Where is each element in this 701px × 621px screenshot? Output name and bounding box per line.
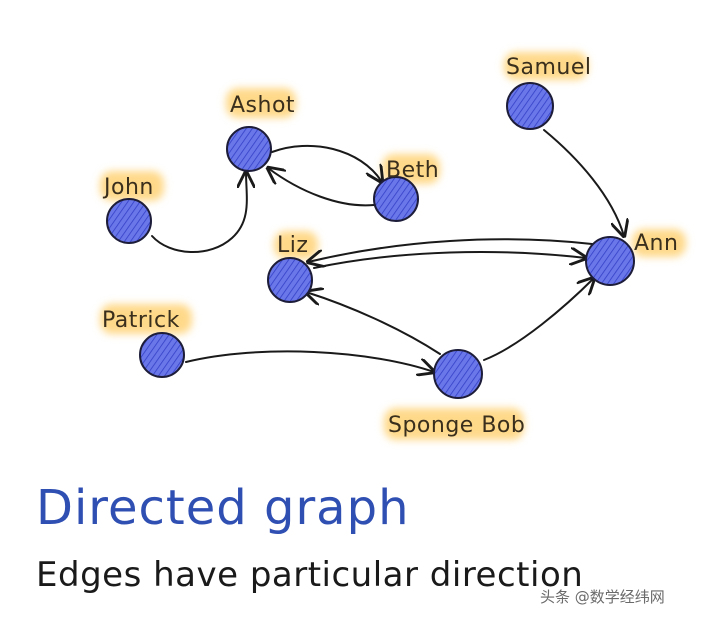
label-glows: [100, 52, 686, 440]
graph-node-sponge-bob: [433, 349, 483, 399]
edge-liz-to-ann: [313, 252, 586, 269]
nodes: [106, 82, 635, 399]
graph-node-john: [106, 198, 152, 244]
node-label-patrick: Patrick: [102, 308, 180, 333]
label-glow: [504, 52, 588, 80]
caption-subtitle: Edges have particular direction: [36, 555, 584, 595]
node-label-ann: Ann: [634, 231, 678, 256]
edge-patrick-to-spongebob: [185, 350, 434, 372]
node-label-john: John: [102, 175, 154, 200]
graph-node-beth: [373, 176, 419, 222]
label-glow: [100, 304, 192, 334]
edge-spongebob-to-liz: [306, 292, 441, 355]
edge-spongebob-to-ann: [483, 278, 594, 361]
edges: [151, 129, 624, 372]
graph-node-liz: [267, 257, 313, 303]
node-label-beth: Beth: [386, 158, 439, 183]
label-glow: [632, 229, 686, 257]
node-label-samuel: Samuel: [506, 55, 591, 80]
label-glow: [226, 88, 296, 118]
graph-node-ann: [585, 236, 635, 286]
graph-node-patrick: [139, 332, 185, 378]
watermark-text: 头条 @数学经纬网: [540, 588, 665, 606]
node-label-liz: Liz: [277, 233, 308, 258]
edge-samuel-to-ann: [543, 129, 624, 236]
label-glow: [100, 171, 164, 201]
edge-john-to-ashot: [151, 172, 247, 253]
graph-node-ashot: [226, 126, 272, 172]
node-labels: Ashot Beth John Samuel Ann Liz Patrick S…: [102, 55, 678, 438]
node-label-sponge-bob: Sponge Bob: [388, 413, 525, 438]
edge-beth-to-ashot: [268, 168, 375, 207]
edge-ashot-to-beth: [271, 145, 382, 182]
caption-title: Directed graph: [36, 480, 410, 536]
edge-ann-to-liz: [308, 238, 593, 262]
label-glow: [384, 408, 524, 440]
node-label-ashot: Ashot: [230, 93, 295, 118]
graph-node-samuel: [506, 82, 554, 130]
